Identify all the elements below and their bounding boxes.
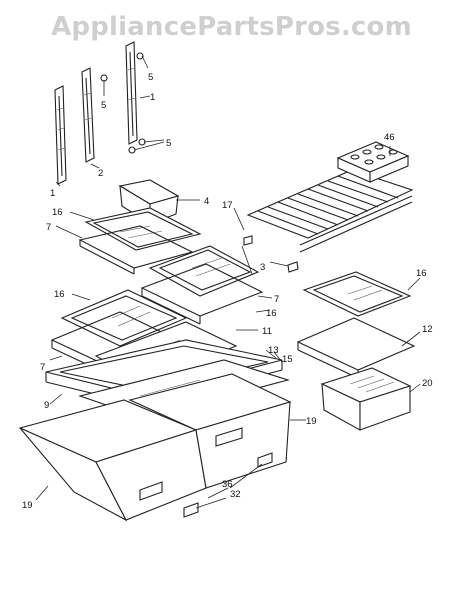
callout-16-right: 16 xyxy=(416,268,427,279)
meat-pan xyxy=(320,367,412,431)
shelf-frame-upper-left xyxy=(78,225,194,275)
callout-36: 36 xyxy=(222,479,233,490)
wire-shelf xyxy=(246,169,414,253)
site-watermark: AppliancePartsPros.com xyxy=(51,12,412,42)
callout-1-left: 1 xyxy=(50,188,55,199)
callout-19-left: 19 xyxy=(22,500,33,511)
callout-1-right: 1 xyxy=(150,92,155,103)
shelf-rail-center xyxy=(81,67,95,163)
callout-17: 17 xyxy=(222,200,233,211)
callout-5-low: 5 xyxy=(166,138,171,149)
callout-3: 3 xyxy=(260,262,265,273)
callout-5-top: 5 xyxy=(148,72,153,83)
shelf-frame-right xyxy=(296,317,416,379)
callout-46: 46 xyxy=(384,132,395,143)
callout-11: 11 xyxy=(262,326,272,337)
callout-5-mid: 5 xyxy=(101,100,106,111)
callout-9: 9 xyxy=(44,400,49,411)
callout-16-lower-left: 16 xyxy=(54,289,65,300)
crisper-drawer-right xyxy=(128,373,292,489)
callout-13: 13 xyxy=(268,345,279,356)
callout-7-upper-left: 7 xyxy=(46,222,51,233)
glass-shelf-lower-left xyxy=(60,289,188,347)
callout-16-upper-left: 16 xyxy=(52,207,63,218)
callout-labels: 1 1 2 5 5 5 4 16 7 17 46 3 16 7 16 16 11… xyxy=(22,72,433,511)
glass-shelf-right xyxy=(302,271,412,317)
shelf-rail-left xyxy=(54,85,67,185)
shelf-rail-right xyxy=(125,41,138,145)
egg-tray xyxy=(336,141,410,183)
callout-12: 12 xyxy=(422,324,433,335)
callout-19-right: 19 xyxy=(306,416,317,427)
callout-20: 20 xyxy=(422,378,433,389)
glass-shelf-upper-left xyxy=(84,207,202,251)
shelf-clips xyxy=(243,235,299,273)
glass-shelf-middle xyxy=(148,245,260,297)
callout-2: 2 xyxy=(98,168,103,179)
callout-4: 4 xyxy=(204,196,209,207)
callout-7-middle: 7 xyxy=(274,294,279,305)
leader-lines xyxy=(35,55,421,509)
crisper-drawer-left xyxy=(18,399,207,522)
rail-screws xyxy=(100,52,146,154)
shelf-frame-middle xyxy=(140,263,264,325)
callout-15: 15 xyxy=(282,354,293,365)
callout-7-lower-left: 7 xyxy=(40,362,45,373)
callout-32: 32 xyxy=(230,489,241,500)
drawer-slides xyxy=(183,452,273,518)
callout-16-middle: 16 xyxy=(266,308,277,319)
